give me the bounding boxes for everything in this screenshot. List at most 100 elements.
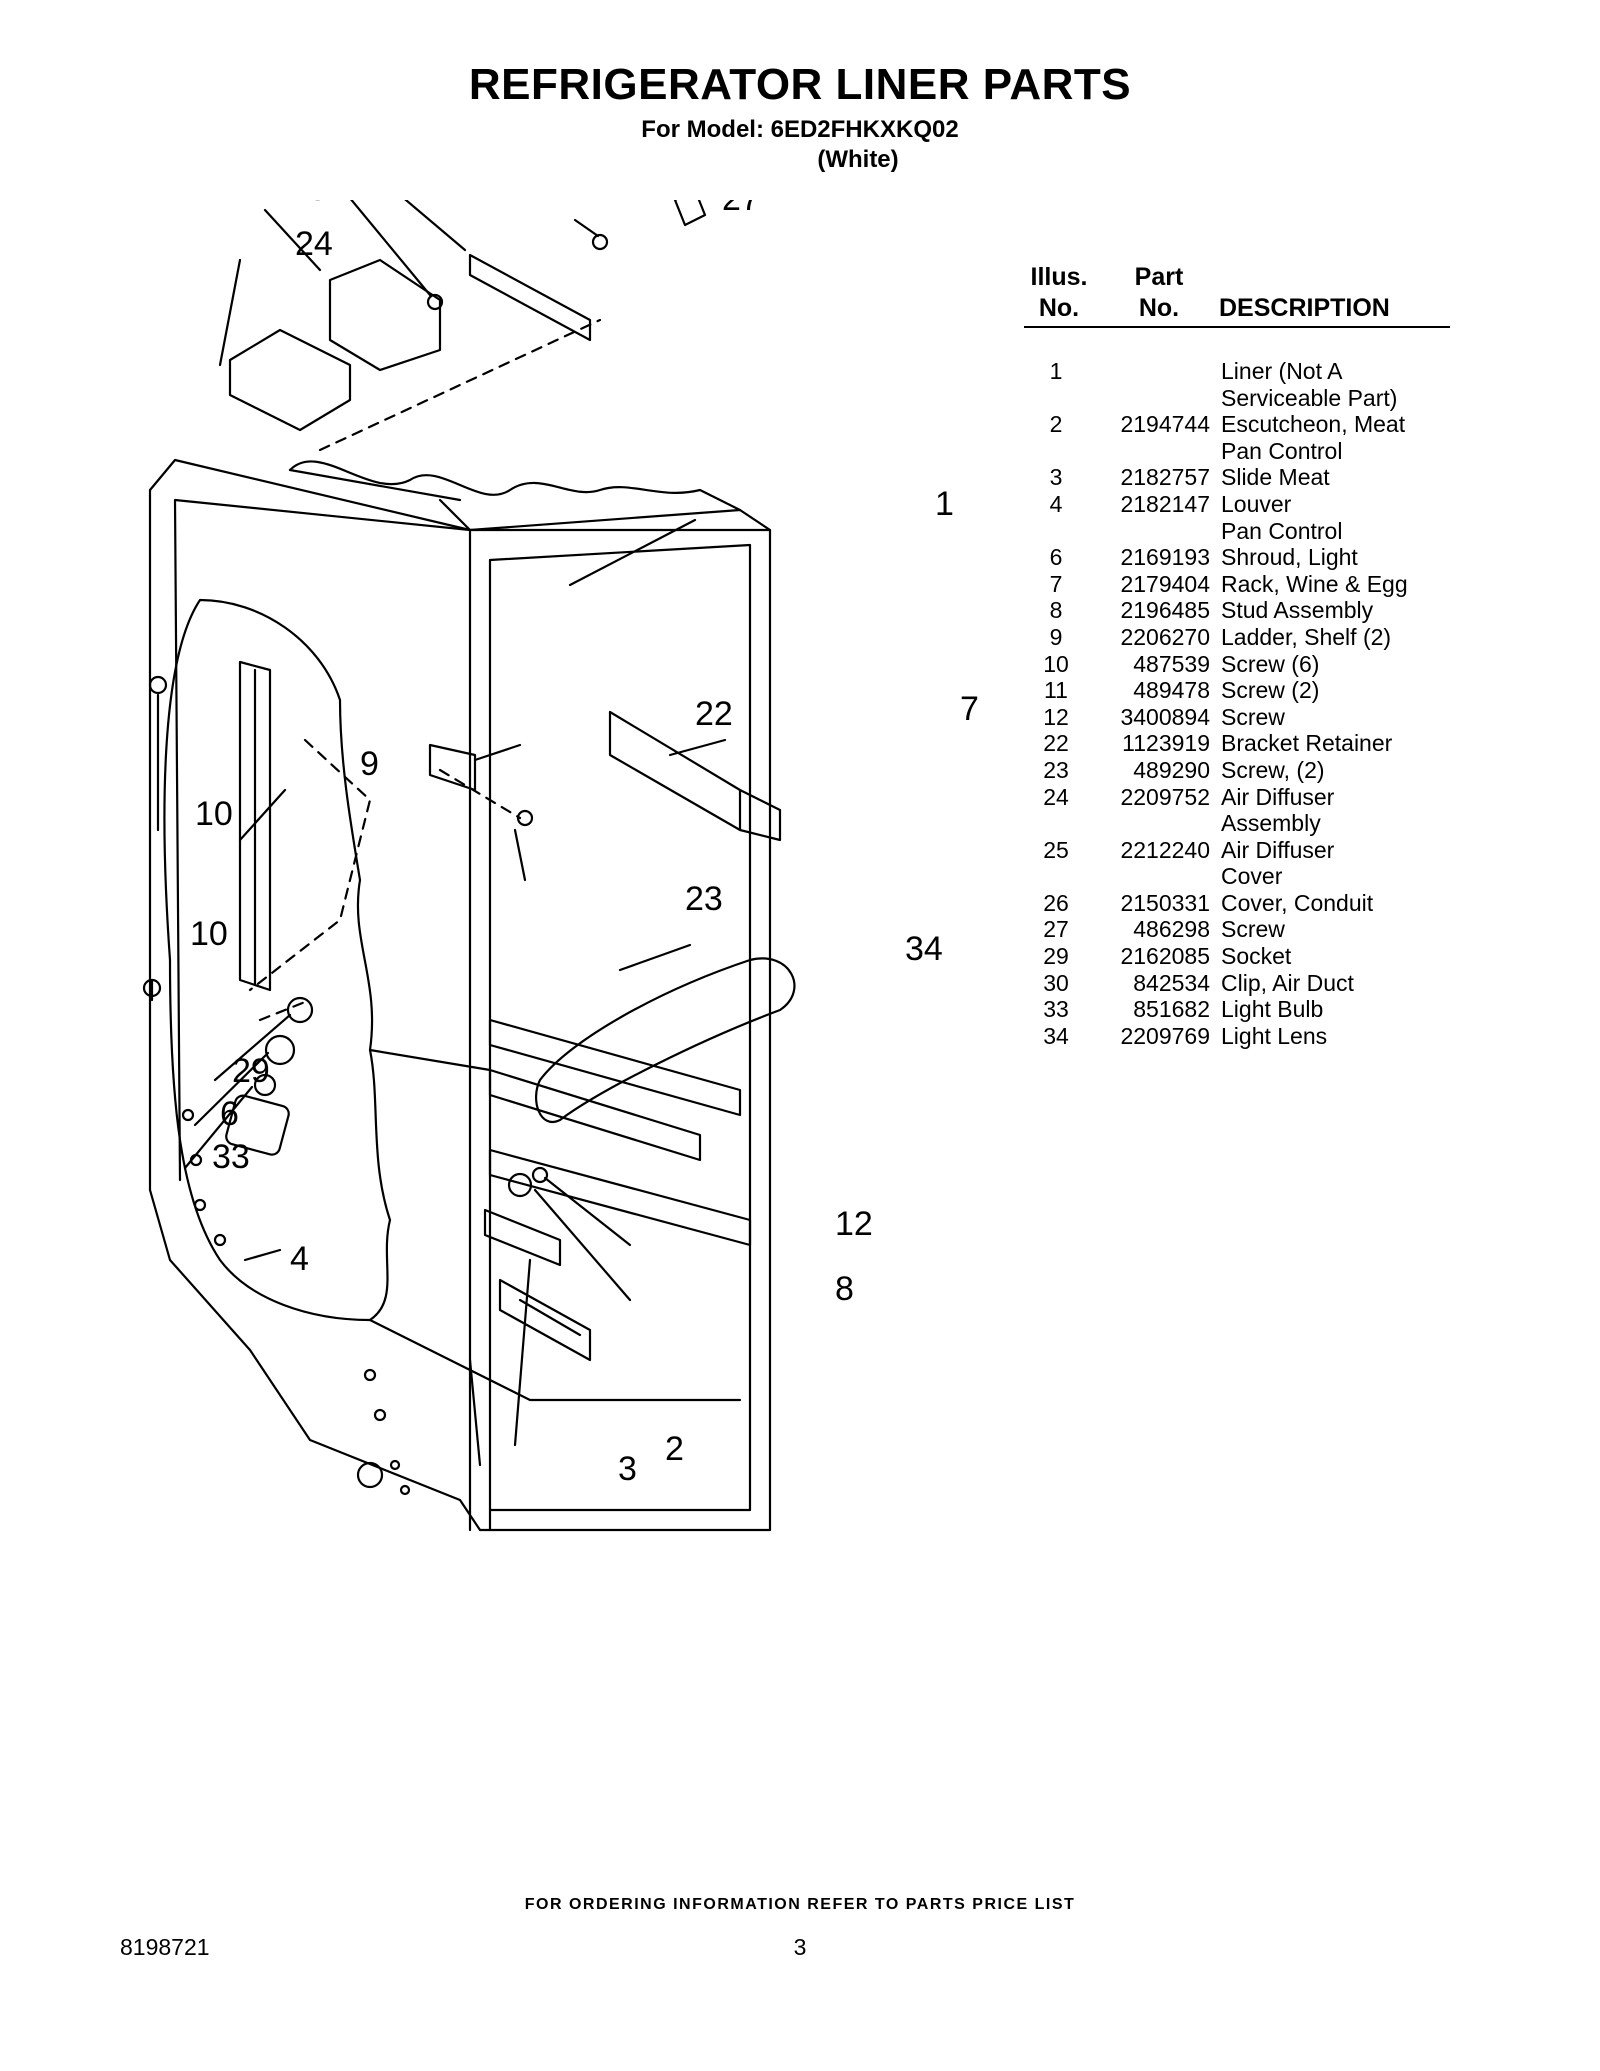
doc-number: 8198721 [120, 1934, 210, 1960]
inner-back-wall [368, 1048, 742, 1402]
callout-9: 9 [360, 745, 379, 783]
illus-number: 24 [1043, 783, 1069, 810]
part-description: Ladder, Shelf (2) [1221, 624, 1450, 651]
leader-9 [238, 788, 287, 842]
part-number: 2209752 [1120, 783, 1210, 810]
leader-6 [193, 1051, 270, 1127]
part-description: Cover, Conduit [1221, 890, 1450, 917]
callout-22: 22 [695, 695, 733, 733]
part-number: 3400894 [1120, 703, 1210, 730]
part-description: Light Bulb [1221, 996, 1450, 1023]
leader-34 [618, 943, 692, 972]
part-number: 486298 [1133, 916, 1210, 943]
part-29-socket [286, 996, 314, 1024]
callout-6: 6 [220, 1095, 239, 1133]
table-row: 9 2206270 Ladder, Shelf (2) [1024, 624, 1450, 651]
illus-number: 25 [1043, 836, 1069, 863]
leader-29 [213, 1013, 292, 1082]
parts-table-header: Illus. No. Part No. DESCRIPTION [1024, 262, 1450, 328]
callout-23: 23 [685, 880, 723, 918]
part-9-shelf-ladder [238, 660, 272, 992]
part-number: 2169193 [1120, 544, 1210, 571]
description-line: Pan Control [1221, 437, 1343, 464]
callout-7: 7 [960, 690, 979, 728]
leader-4 [243, 1248, 282, 1262]
callout-10-lower: 10 [190, 915, 228, 953]
description-line: Shroud, Light [1221, 544, 1358, 571]
part-24-air-diffuser [228, 328, 352, 432]
callout-8: 8 [835, 1270, 854, 1308]
illus-number: 6 [1049, 544, 1063, 571]
part-8-stud [507, 1172, 533, 1198]
part-number: 851682 [1133, 996, 1210, 1023]
part-26-conduit-cover [468, 253, 592, 342]
description-line: Air Diffuser [1221, 836, 1335, 863]
leader-1 [568, 518, 697, 587]
description-line: Screw, (2) [1221, 756, 1325, 783]
part-description: Clip, Air Duct [1221, 970, 1450, 997]
part-number: 2196485 [1120, 597, 1210, 624]
liner-front-frame [468, 528, 772, 1532]
callout-33: 33 [212, 1138, 250, 1176]
color-line: (White) [817, 146, 899, 173]
illus-number: 12 [1043, 703, 1069, 730]
description-line: Socket [1221, 943, 1292, 970]
part-number: 2194744 [1120, 411, 1210, 438]
description-line: Serviceable Part) [1221, 384, 1398, 411]
part-2-escutcheon [483, 1208, 562, 1267]
part-30-clip [673, 200, 707, 227]
page-number: 3 [793, 1934, 807, 1960]
part-number: 2182757 [1120, 464, 1210, 491]
part-34-light-lens [535, 957, 796, 1124]
table-row: 3 2182757 Slide Meat [1024, 464, 1450, 491]
part-4-louver [225, 1094, 290, 1156]
part-7-wine-rack [608, 710, 782, 842]
callout-34: 34 [905, 930, 943, 968]
illus-number: 33 [1043, 996, 1069, 1023]
part-description: Slide Meat [1221, 464, 1450, 491]
part-description: Bracket Retainer [1221, 730, 1450, 757]
description-line: Ladder, Shelf (2) [1221, 623, 1392, 650]
part-description: Screw (2) [1221, 677, 1450, 704]
callout-25: 25 [290, 200, 328, 208]
leader-22 [473, 743, 522, 762]
part-number: 2182147 [1120, 490, 1210, 517]
leader-7 [668, 738, 727, 757]
illus-number: 9 [1049, 623, 1063, 650]
illus-number: 1 [1049, 358, 1063, 384]
part-number: 842534 [1133, 969, 1210, 996]
ordering-note: FOR ORDERING INFORMATION REFER TO PARTS … [524, 1896, 1076, 1913]
model-line: For Model: 6ED2FHKXKQ02 [641, 116, 959, 143]
illus-number: 26 [1043, 889, 1069, 916]
part-12-screw [531, 1166, 549, 1184]
part-description: Screw [1221, 916, 1450, 943]
part-description: Screw (6) [1221, 651, 1450, 678]
description-line: Cover [1221, 863, 1283, 890]
description-line: Stud Assembly [1221, 597, 1374, 624]
header-illus-no: Illus. No. [1030, 263, 1088, 322]
part-number: 1123919 [1122, 730, 1210, 757]
leader-25 [263, 208, 322, 272]
part-number: 2212240 [1120, 836, 1210, 863]
illus-number: 30 [1043, 969, 1069, 996]
description-line: Screw [1221, 916, 1285, 943]
leader-8 [533, 1188, 632, 1302]
part-number: 2162085 [1120, 943, 1210, 970]
leader-23 [513, 828, 527, 882]
illus-number: 3 [1049, 464, 1063, 491]
part-number: 2206270 [1120, 623, 1210, 650]
